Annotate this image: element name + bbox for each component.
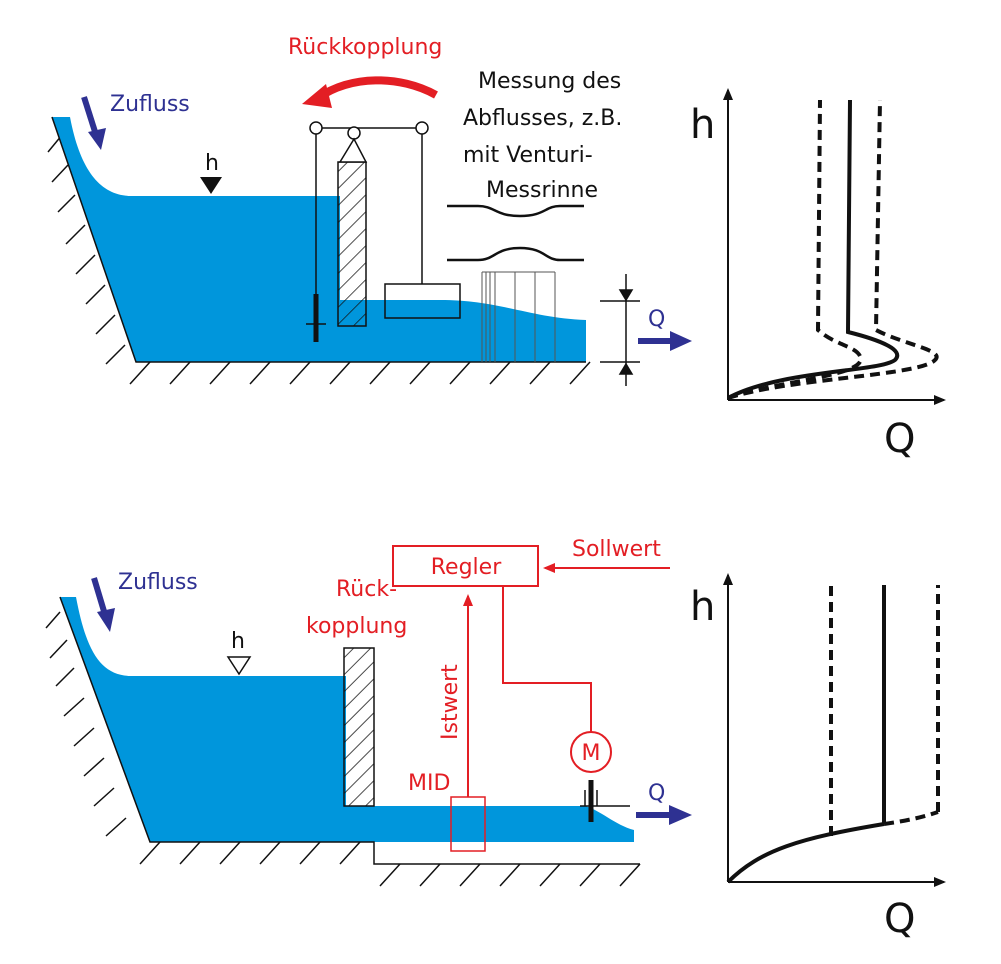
feedback-label-top: Rückkopplung bbox=[288, 35, 442, 60]
venturi-flume bbox=[481, 271, 556, 362]
feedback-label-bottom-2: kopplung bbox=[306, 614, 407, 639]
measurement-line-3: mit Venturi- bbox=[463, 143, 593, 168]
motor-label: M bbox=[582, 741, 601, 766]
measurement-line-4: Messrinne bbox=[486, 178, 598, 203]
float-top bbox=[384, 283, 461, 319]
control-output-line bbox=[502, 586, 592, 732]
level-dimension-top bbox=[600, 274, 640, 386]
mid-label: MID bbox=[408, 771, 450, 796]
actual-value-label: Istwert bbox=[438, 664, 463, 740]
outflow-arrow-bottom bbox=[636, 805, 692, 825]
feedback-arrow-top bbox=[302, 76, 438, 108]
measurement-line-1: Messung des bbox=[478, 69, 621, 94]
water-bottom bbox=[60, 597, 634, 842]
top-chart bbox=[723, 88, 946, 405]
inflow-arrow-bottom bbox=[91, 577, 115, 632]
setpoint-label: Sollwert bbox=[572, 537, 661, 562]
bottom-chart-base-curve-dashed bbox=[883, 810, 939, 826]
bottom-chart bbox=[723, 573, 946, 887]
ground-hatch-bottom bbox=[45, 611, 641, 887]
level-marker-top bbox=[200, 177, 222, 194]
top-chart-y-label: h bbox=[690, 102, 715, 148]
channel-outline-bottom bbox=[59, 596, 640, 865]
top-chart-curve-dashed-lower bbox=[727, 99, 939, 400]
level-marker-bottom bbox=[226, 656, 252, 676]
wall-bottom bbox=[343, 647, 375, 807]
bottom-chart-y-label: h bbox=[690, 584, 715, 630]
controller-label: Regler bbox=[431, 555, 502, 580]
motor-circle bbox=[570, 731, 612, 773]
level-label-bottom: h bbox=[231, 629, 245, 654]
inflow-arrow-top bbox=[81, 96, 106, 150]
venturi-plan-lower bbox=[447, 246, 584, 262]
controller-box bbox=[392, 545, 539, 587]
measurement-line-2: Abflusses, z.B. bbox=[463, 106, 622, 131]
top-system bbox=[47, 76, 692, 386]
feedback-label-bottom-1: Rück- bbox=[336, 577, 397, 602]
top-chart-curve-dashed-upper bbox=[727, 99, 863, 400]
water-top bbox=[52, 117, 586, 362]
inflow-label-bottom: Zufluss bbox=[118, 570, 198, 595]
venturi-plan-upper bbox=[447, 204, 584, 218]
outflow-label-top: Q bbox=[648, 307, 665, 332]
top-chart-curve-solid bbox=[727, 99, 900, 400]
bottom-chart-base-curve bbox=[726, 822, 885, 884]
bottom-system bbox=[45, 545, 692, 887]
channel-outline-top bbox=[51, 116, 586, 363]
ground-hatch-top bbox=[47, 134, 591, 385]
inflow-label-top: Zufluss bbox=[110, 92, 190, 117]
bottom-chart-x-label: Q bbox=[884, 896, 915, 942]
level-label-top: h bbox=[205, 151, 219, 176]
gate-top bbox=[337, 161, 367, 327]
outflow-label-bottom: Q bbox=[648, 781, 665, 806]
top-chart-x-label: Q bbox=[884, 416, 915, 462]
outflow-arrow-top bbox=[638, 331, 692, 351]
